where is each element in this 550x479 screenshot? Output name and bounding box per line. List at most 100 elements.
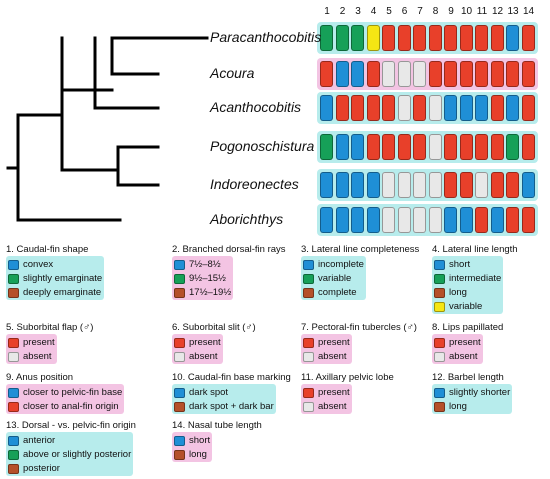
legend-item: slightly shorter bbox=[433, 386, 510, 399]
matrix-cell bbox=[351, 61, 364, 87]
legend-swatch bbox=[434, 351, 445, 362]
legend-swatch bbox=[174, 387, 185, 398]
matrix-cell bbox=[428, 172, 442, 198]
legend-item: present bbox=[173, 336, 221, 349]
legend-swatch bbox=[174, 401, 185, 412]
legend-label: above or slightly posterior bbox=[23, 449, 132, 460]
legend-swatch bbox=[8, 287, 19, 298]
matrix-cell bbox=[444, 134, 457, 160]
legend-label: dark spot bbox=[189, 387, 229, 398]
matrix-cell bbox=[490, 207, 504, 233]
column-number: 5 bbox=[386, 6, 392, 17]
legend-label: 7½–8½ bbox=[189, 259, 221, 270]
matrix-cell bbox=[506, 134, 519, 160]
legend-title: 13. Dorsal - vs. pelvic-fin origin bbox=[6, 420, 136, 431]
legend-label: absent bbox=[318, 351, 347, 362]
matrix-cell bbox=[459, 172, 473, 198]
legend-title: 7. Pectoral-fin tubercles (♂) bbox=[301, 322, 417, 333]
taxon-label: Indoreonectes bbox=[210, 176, 299, 192]
legend-label: present bbox=[449, 337, 481, 348]
legend-item: 9½–15½ bbox=[173, 272, 231, 285]
legend-item: present bbox=[302, 386, 350, 399]
cladogram bbox=[6, 36, 209, 222]
legend-swatch bbox=[174, 337, 185, 348]
matrix-cell bbox=[413, 172, 426, 198]
legend-title: 2. Branched dorsal-fin rays bbox=[172, 244, 286, 255]
legend-swatch bbox=[303, 401, 314, 412]
matrix-cell bbox=[413, 95, 426, 121]
legend-swatch bbox=[434, 401, 445, 412]
legend-label: intermediate bbox=[449, 273, 502, 284]
legend-item: absent bbox=[433, 350, 481, 363]
matrix-cell bbox=[475, 172, 488, 198]
legend-swatch bbox=[434, 337, 445, 348]
legend-swatch bbox=[8, 449, 19, 460]
matrix-cell bbox=[351, 172, 364, 198]
matrix-cell bbox=[521, 207, 535, 233]
matrix-cell bbox=[382, 134, 395, 160]
legend-label: absent bbox=[449, 351, 478, 362]
legend-swatch bbox=[174, 273, 185, 284]
legend-item: present bbox=[7, 336, 55, 349]
matrix-cell bbox=[351, 134, 364, 160]
legend-swatch bbox=[8, 387, 19, 398]
legend-item: long bbox=[433, 286, 501, 299]
matrix-cell bbox=[475, 61, 488, 87]
legend-label: absent bbox=[23, 351, 52, 362]
legend-item: 17½–19½ bbox=[173, 286, 231, 299]
legend-label: present bbox=[189, 337, 221, 348]
matrix-cell bbox=[351, 207, 364, 233]
legend-item: slightly emarginate bbox=[7, 272, 102, 285]
column-number: 13 bbox=[507, 6, 519, 17]
matrix-cell bbox=[428, 95, 442, 121]
legend-item: posterior bbox=[7, 462, 131, 475]
matrix-cell bbox=[397, 61, 411, 87]
legend-swatch bbox=[434, 301, 445, 312]
matrix-cell bbox=[521, 95, 535, 121]
legend-swatch-group: 7½–8½ 9½–15½ 17½–19½ bbox=[172, 256, 234, 300]
legend-label: short bbox=[449, 259, 471, 270]
matrix-cell bbox=[366, 25, 380, 51]
legend-item: deeply emarginate bbox=[7, 286, 102, 299]
column-number: 11 bbox=[476, 6, 488, 17]
legend-label: present bbox=[318, 387, 350, 398]
legend-label: variable bbox=[449, 301, 483, 312]
matrix-cell bbox=[490, 61, 504, 87]
matrix-cell bbox=[506, 61, 519, 87]
matrix-cell bbox=[413, 207, 426, 233]
matrix-cell bbox=[459, 95, 473, 121]
legend-label: 9½–15½ bbox=[189, 273, 226, 284]
legend-swatch bbox=[434, 387, 445, 398]
legend-swatch bbox=[8, 463, 19, 474]
legend-label: long bbox=[189, 449, 207, 460]
legend-item: short bbox=[433, 258, 501, 271]
matrix-cell bbox=[459, 207, 473, 233]
legend-title: 8. Lips papillated bbox=[432, 322, 504, 333]
column-number: 1 bbox=[324, 6, 330, 17]
legend-item: closer to anal-fin origin bbox=[7, 400, 122, 413]
matrix-cell bbox=[475, 134, 488, 160]
legend-item: absent bbox=[302, 350, 350, 363]
matrix-cell bbox=[320, 172, 333, 198]
legend-swatch bbox=[174, 287, 185, 298]
legend-label: present bbox=[23, 337, 55, 348]
matrix-cell bbox=[320, 134, 333, 160]
matrix-cell bbox=[366, 61, 380, 87]
legend-item: long bbox=[433, 400, 510, 413]
taxon-label: Acanthocobitis bbox=[210, 99, 302, 115]
legend-label: posterior bbox=[23, 463, 60, 474]
taxon-label: Paracanthocobitis bbox=[210, 29, 322, 45]
matrix-cell bbox=[366, 207, 380, 233]
legend-item: 7½–8½ bbox=[173, 258, 231, 271]
legend-label: slightly emarginate bbox=[23, 273, 103, 284]
matrix-cell bbox=[506, 25, 519, 51]
matrix-cell bbox=[320, 207, 333, 233]
